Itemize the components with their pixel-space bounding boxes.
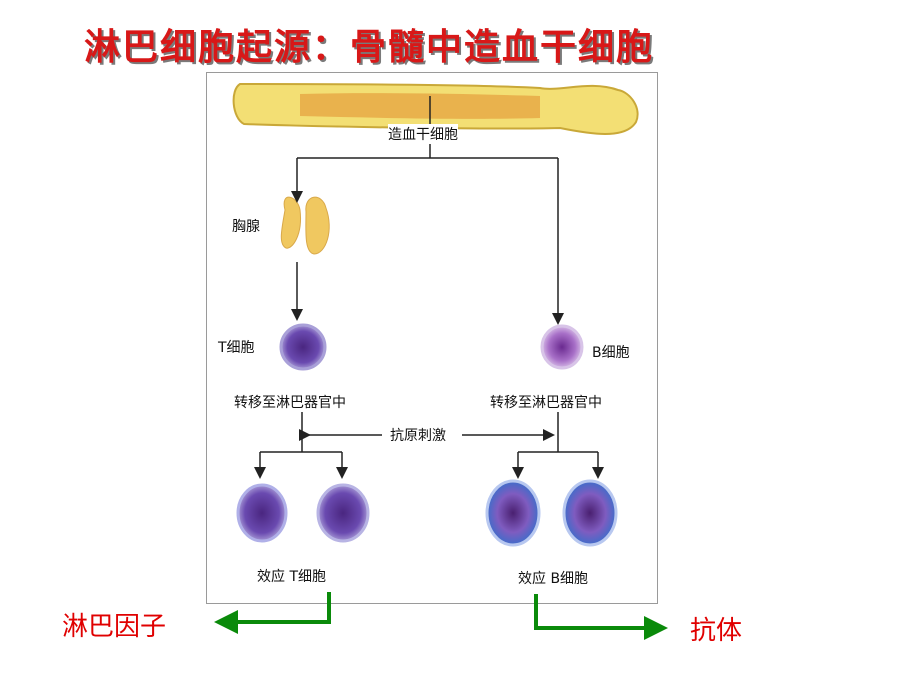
- t-cell-label: T细胞: [218, 337, 255, 357]
- bone-illustration: [232, 82, 639, 135]
- b-cell-illustration: [540, 324, 584, 370]
- effector-b-label: 效应 B细胞: [518, 568, 589, 588]
- effector-t-cell-1: [236, 483, 288, 543]
- antibody-label: 抗体: [690, 616, 743, 646]
- lymphokine-label: 淋巴因子: [62, 612, 167, 642]
- effector-b-cell-2: [562, 479, 618, 547]
- t-cell-illustration: [279, 323, 327, 371]
- effector-t-cell-2: [316, 483, 370, 543]
- effector-b-cell-1: [485, 479, 541, 547]
- b-cell-label: B细胞: [592, 342, 630, 362]
- output-arrows: [214, 592, 668, 640]
- migrate-label-right: 转移至淋巴器官中: [490, 392, 602, 412]
- thymus-illustration: [280, 196, 330, 255]
- stem-cell-label: 造血干细胞: [388, 124, 458, 144]
- flow-lines: [254, 96, 604, 479]
- migrate-label-left: 转移至淋巴器官中: [234, 392, 346, 412]
- antigen-stimulus-label: 抗原刺激: [390, 425, 446, 445]
- effector-t-label: 效应 T细胞: [257, 566, 327, 586]
- thymus-label: 胸腺: [232, 216, 260, 236]
- page-title: 淋巴细胞起源：骨髓中造血干细胞: [84, 26, 655, 68]
